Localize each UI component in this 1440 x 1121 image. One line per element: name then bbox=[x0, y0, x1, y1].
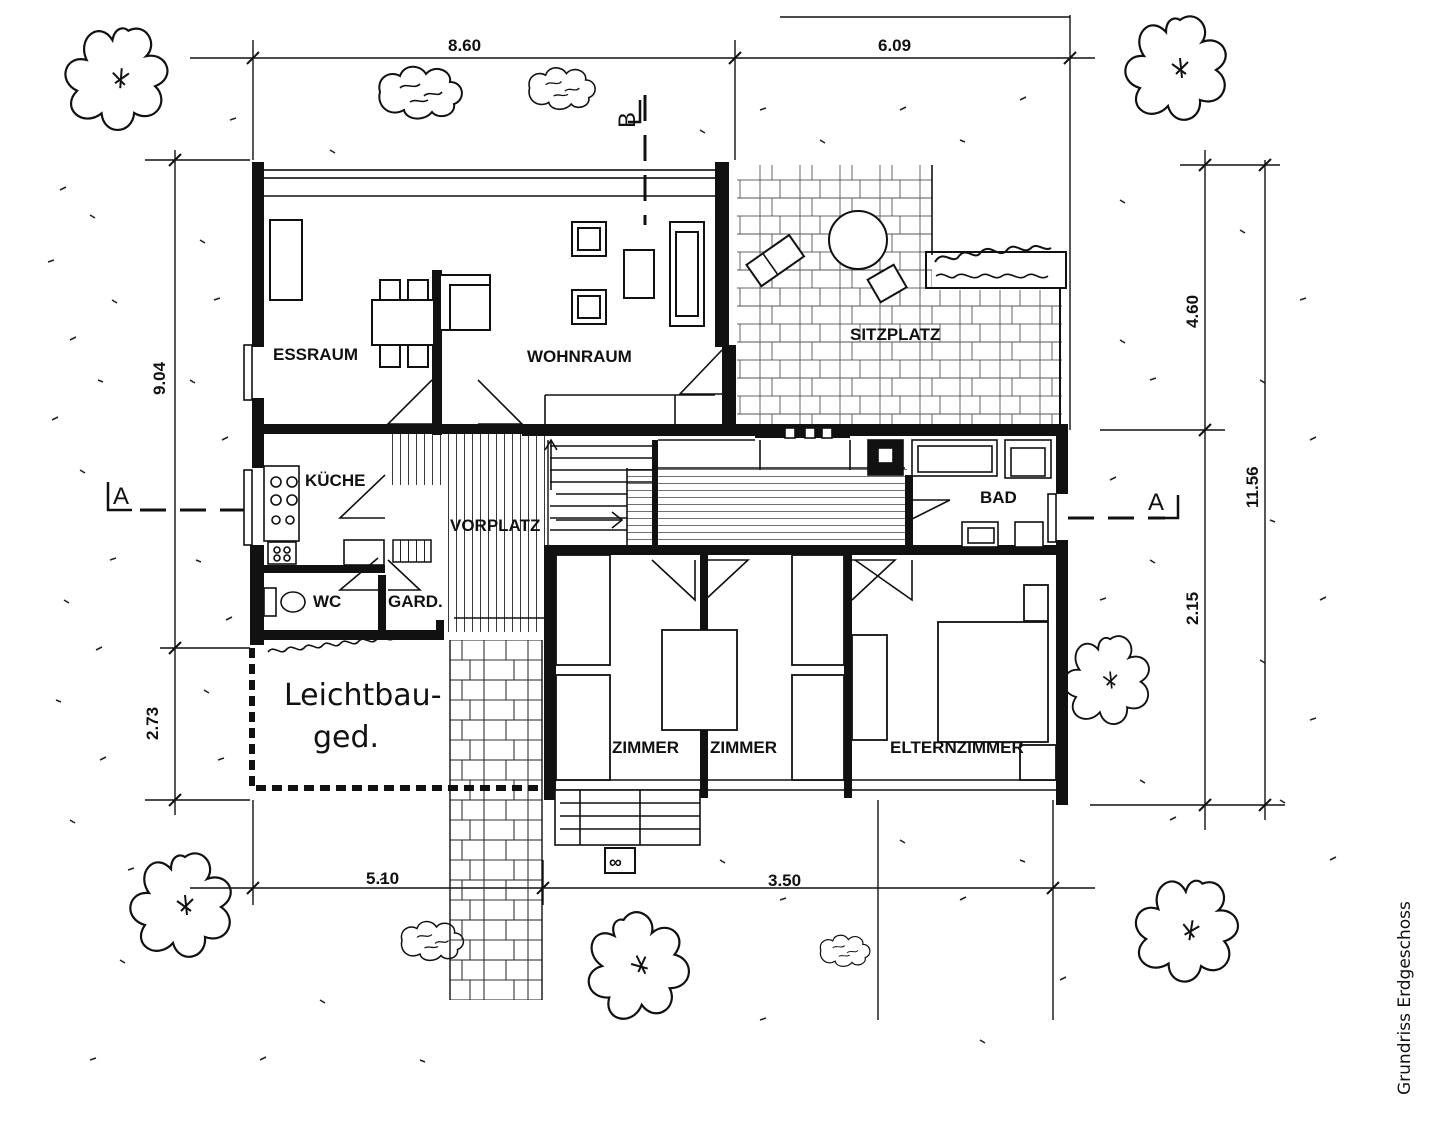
dim-left-upper: 9.04 bbox=[150, 361, 169, 395]
label-leichtbau-line1: Leichtbau- bbox=[284, 678, 442, 713]
dim-right-total: 11.56 bbox=[1243, 466, 1262, 508]
label-wc: WC bbox=[313, 592, 341, 611]
mailbox-symbol: ∞ bbox=[609, 852, 622, 872]
dim-left-lower: 2.73 bbox=[143, 707, 162, 740]
tree-icon bbox=[129, 852, 232, 958]
section-mark-b: B bbox=[614, 112, 641, 128]
section-mark-a-left: A bbox=[113, 483, 129, 510]
door-swings bbox=[337, 349, 951, 602]
hallway-floor bbox=[627, 468, 907, 546]
dimension-labels: 8.60 6.09 5.10 3.50 9.04 2.73 4.60 2.15 … bbox=[143, 36, 1262, 890]
dim-bottom-left: 5.10 bbox=[366, 869, 399, 888]
tree-icon bbox=[1124, 15, 1227, 121]
garden-path bbox=[450, 640, 542, 1000]
dimension-lines bbox=[145, 15, 1285, 1020]
label-kueche: KÜCHE bbox=[305, 471, 365, 490]
section-line-a bbox=[106, 482, 1180, 520]
walls bbox=[250, 162, 1068, 805]
tree-icon bbox=[56, 16, 176, 139]
dim-bottom-right: 3.50 bbox=[768, 871, 801, 890]
dim-top-right: 6.09 bbox=[878, 36, 911, 55]
plan-caption: Grundriss Erdgeschoss bbox=[1395, 901, 1415, 1095]
entrance-steps bbox=[554, 789, 701, 846]
label-gard: GARD. bbox=[388, 592, 443, 611]
shrub-icon bbox=[528, 66, 596, 111]
section-mark-labels: A A B bbox=[113, 112, 1164, 516]
label-bad: BAD bbox=[980, 488, 1017, 507]
bedroom-furniture bbox=[555, 554, 1057, 781]
living-furniture bbox=[269, 219, 705, 368]
dim-top-left: 8.60 bbox=[448, 36, 481, 55]
tree-icon bbox=[1062, 635, 1150, 725]
tree-icon bbox=[1122, 864, 1249, 993]
window-lines bbox=[243, 169, 1057, 791]
mailbox-icon bbox=[604, 847, 636, 874]
fixtures bbox=[263, 427, 1052, 617]
dimension-ticks bbox=[168, 51, 1272, 895]
label-essraum: ESSRAUM bbox=[273, 345, 358, 364]
stairs bbox=[547, 440, 652, 545]
label-elternzimmer: ELTERNZIMMER bbox=[890, 738, 1024, 757]
label-vorplatz: VORPLATZ bbox=[450, 516, 540, 535]
label-leichtbau-line2: ged. bbox=[313, 720, 379, 755]
shrub-icon bbox=[378, 65, 463, 120]
dim-right-lower: 2.15 bbox=[1183, 592, 1202, 625]
label-wohnraum: WOHNRAUM bbox=[527, 347, 632, 366]
round-table bbox=[828, 210, 888, 270]
label-zimmer-2: ZIMMER bbox=[710, 738, 777, 757]
dim-right-upper: 4.60 bbox=[1183, 295, 1202, 328]
room-labels: ESSRAUM WOHNRAUM SITZPLATZ KÜCHE VORPLAT… bbox=[273, 325, 1024, 757]
label-zimmer-1: ZIMMER bbox=[612, 738, 679, 757]
shrub-icon bbox=[819, 934, 871, 967]
tree-icon bbox=[569, 899, 702, 1034]
section-mark-a-right: A bbox=[1148, 489, 1164, 516]
label-sitzplatz: SITZPLATZ bbox=[850, 325, 940, 344]
terrace-paving bbox=[737, 290, 1062, 425]
